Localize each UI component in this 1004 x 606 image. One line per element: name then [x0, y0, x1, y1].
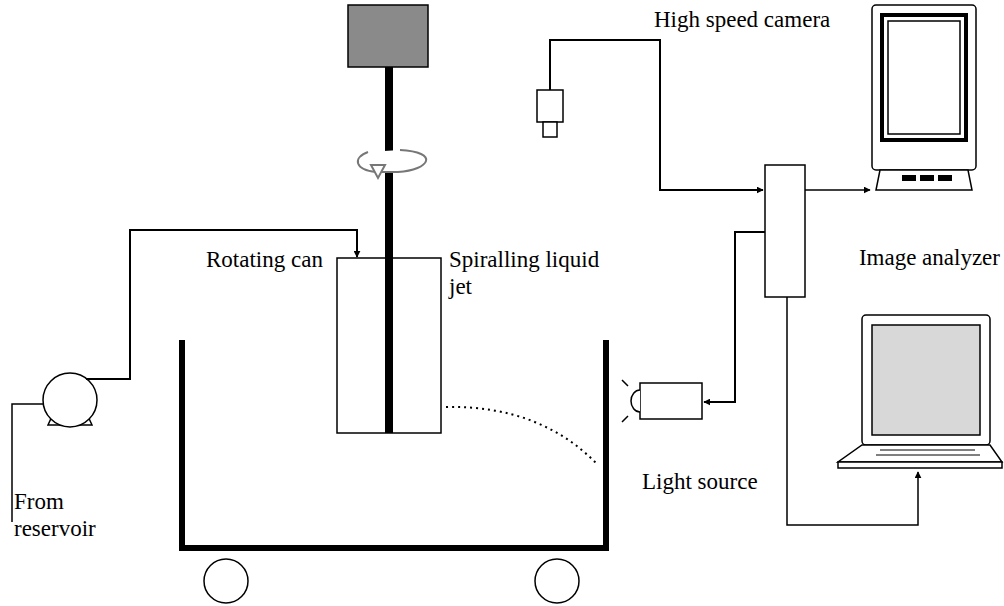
jet-label: Spiralling liquid jet [449, 246, 609, 300]
laptop [838, 315, 1002, 468]
pump [43, 373, 97, 427]
camera-cable [550, 40, 763, 190]
monitor-cable [805, 189, 870, 191]
camera-label: High speed camera [654, 6, 894, 33]
light-cable [704, 232, 765, 402]
light-source [622, 380, 702, 422]
tank [182, 340, 606, 548]
analyzer-cable [787, 297, 918, 525]
feed-pipe [86, 230, 357, 379]
reservoir-label: From reservoir [14, 488, 144, 542]
motor [348, 5, 428, 67]
can-label: Rotating can [206, 246, 324, 273]
rotating-can [337, 258, 441, 433]
controller-box [765, 165, 805, 297]
wheel [535, 559, 579, 603]
liquid-jet [446, 407, 598, 465]
analyzer-label: Image analyzer [852, 244, 1000, 271]
rotation-arrow [358, 150, 426, 178]
shaft [385, 258, 393, 433]
shaft [385, 67, 393, 433]
camera [537, 90, 563, 137]
light-label: Light source [642, 468, 762, 495]
wheel [204, 559, 248, 603]
monitor [872, 5, 976, 190]
